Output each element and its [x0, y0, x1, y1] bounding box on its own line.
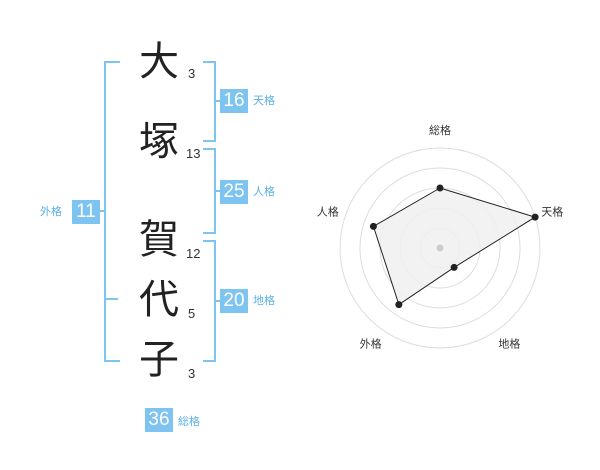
radar-polygon [372, 187, 537, 306]
radar-point [436, 184, 444, 192]
radar-point [450, 263, 458, 271]
radar-ring [359, 167, 521, 329]
radar-axis-label: 総格 [429, 123, 451, 137]
jinkaku-badge: 25 [220, 180, 248, 204]
stroke-count-5: 3 [188, 366, 196, 381]
stroke-count-3: 12 [186, 246, 201, 261]
name-char-5: 子 [139, 337, 179, 383]
radar-axis-label: 地格 [498, 336, 520, 350]
soukaku-badge: 36 [145, 408, 173, 432]
stroke-count-4: 5 [188, 306, 196, 321]
soukaku-label: 総格 [178, 415, 200, 428]
radar-point [395, 301, 403, 309]
radar-axis-label: 天格 [541, 205, 563, 219]
radar-axis-label: 人格 [317, 205, 339, 219]
gaikaku-bracket [104, 61, 120, 362]
gaikaku-label: 外格 [40, 205, 62, 218]
name-char-2: 塚 [139, 119, 179, 165]
radar-point [531, 213, 539, 221]
name-char-3: 賀 [139, 217, 179, 263]
gaikaku-bracket-mid-tick [104, 298, 118, 300]
tenkaku-badge: 16 [220, 89, 248, 113]
radar-point [369, 222, 377, 230]
jinkaku-connector [215, 190, 220, 192]
name-char-4: 代 [139, 277, 179, 323]
stroke-count-1: 3 [188, 66, 196, 81]
jinkaku-label: 人格 [253, 185, 275, 198]
tenkaku-label: 天格 [253, 94, 275, 107]
stroke-count-2: 13 [186, 146, 201, 161]
gaikaku-connector [100, 210, 104, 212]
tenkaku-connector [215, 100, 220, 102]
chikaku-label: 地格 [253, 294, 275, 307]
radar-center-dot [436, 244, 444, 252]
chikaku-badge: 20 [220, 289, 248, 313]
radar-axis-label: 外格 [360, 336, 382, 350]
gaikaku-badge: 11 [72, 200, 100, 224]
name-char-1: 大 [139, 39, 179, 85]
radar-ring [339, 147, 541, 349]
chikaku-connector [215, 300, 220, 302]
